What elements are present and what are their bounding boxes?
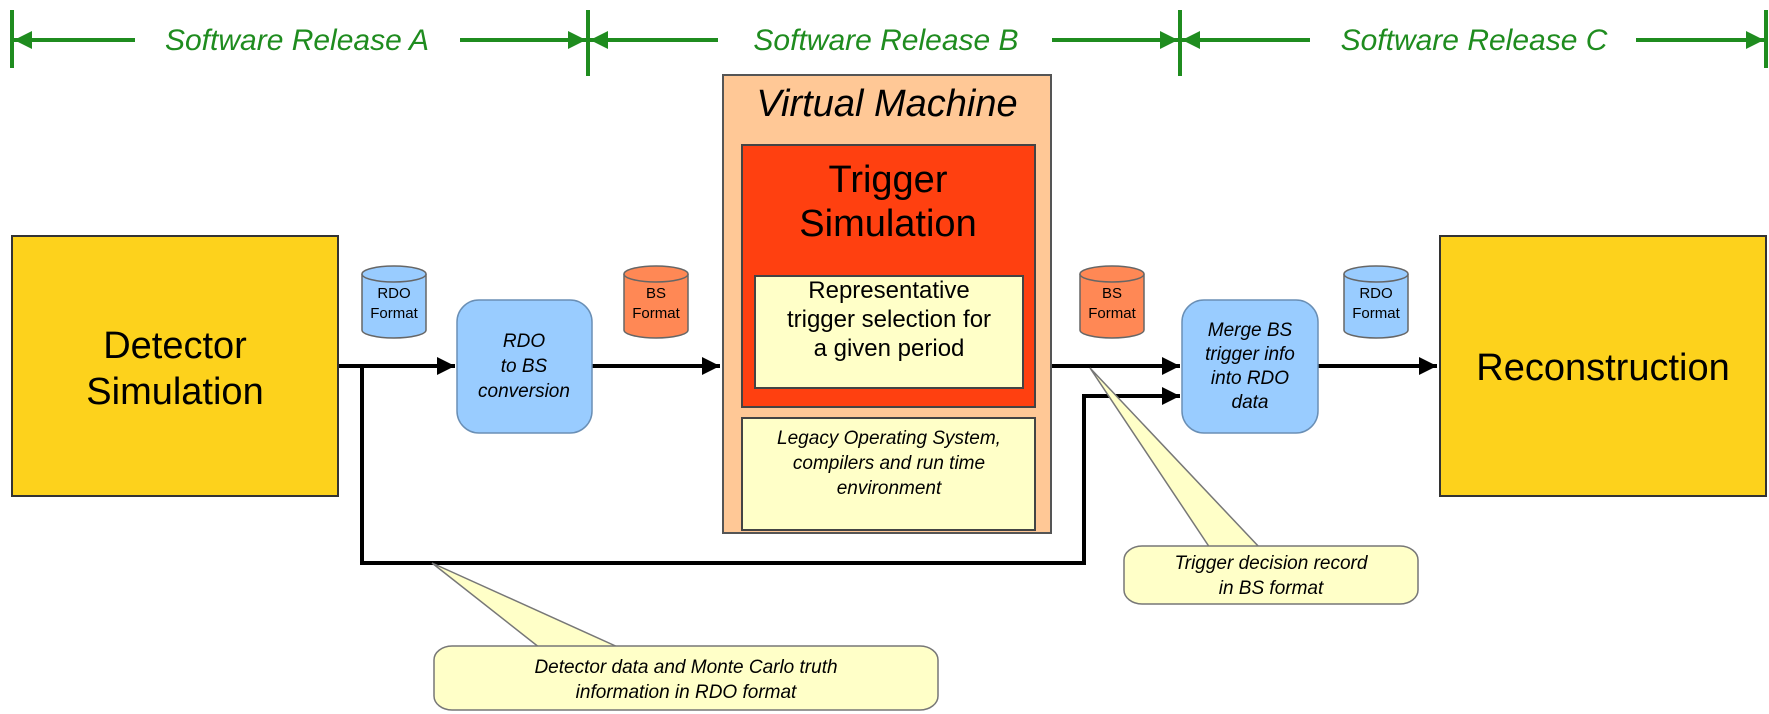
detector-simulation-rect [11,235,339,497]
merge-bs-line-3: into RDO [1211,368,1289,389]
detector-simulation-line-2: Simulation [86,371,263,413]
legacy-os-rect [741,417,1036,531]
cylinder-rdo-2-line-1: RDO [1359,285,1392,302]
legacy-os-line-3: environment [837,478,942,499]
cylinder-rdo-1-line-1: RDO [377,285,410,302]
rdo-to-bs-box: RDO to BS conversion [456,299,593,434]
release-a-label: Software Release A [165,24,429,57]
reconstruction-box: Reconstruction [1439,235,1767,497]
legacy-os-line-2: compilers and run time [793,453,985,474]
merge-bs-rect [1181,299,1319,434]
cylinder-rdo-2-line-2: Format [1352,305,1400,322]
rdo-to-bs-rect [456,299,593,434]
release-spans: Software Release A Software Release B So… [10,10,1768,76]
rdo-to-bs-line-1: RDO [503,331,545,352]
trigger-simulation-line-2: Simulation [799,203,976,245]
callout-trigger-decision-body [1123,545,1419,605]
callout-detector-data-line-1: Detector data and Monte Carlo truth [534,657,837,678]
cylinder-rdo-1-line-2: Format [370,305,418,322]
detector-simulation-box: Detector Simulation [11,235,339,497]
cylinder-bs-2-line-2: Format [1088,305,1136,322]
callout-detector-data-line-2: information in RDO format [576,682,797,703]
callout-trigger-decision: Trigger decision record in BS format [1089,367,1419,605]
callout-trigger-decision-line-1: Trigger decision record [1175,553,1369,574]
release-b-label: Software Release B [753,24,1018,57]
merge-bs-box: Merge BS trigger info into RDO data [1181,299,1319,434]
detector-simulation-line-1: Detector [103,325,247,367]
virtual-machine-box: Virtual Machine Trigger Simulation Repre… [722,74,1052,534]
cylinder-rdo-2: RDO Format [1343,265,1409,339]
reconstruction-label: Reconstruction [1476,347,1729,389]
merge-bs-line-2: trigger info [1205,344,1295,365]
callout-detector-data: Detector data and Monte Carlo truth info… [431,562,939,711]
callout-detector-data-body [433,645,939,711]
trigger-selection-line-3: a given period [814,335,965,362]
cylinder-bs-1-line-2: Format [632,305,680,322]
merge-bs-line-4: data [1232,392,1269,413]
cylinder-bs-1: BS Format [623,265,689,339]
rdo-to-bs-line-2: to BS [501,356,548,377]
trigger-selection-line-2: trigger selection for [787,306,991,333]
release-c-label: Software Release C [1341,24,1608,57]
virtual-machine-title: Virtual Machine [756,83,1017,125]
legacy-os-line-1: Legacy Operating System, [777,428,1001,449]
trigger-simulation-line-1: Trigger [829,159,948,201]
rdo-to-bs-line-3: conversion [478,381,570,402]
callout-trigger-decision-line-2: in BS format [1219,578,1324,599]
trigger-selection-line-1: Representative [808,277,969,304]
cylinder-rdo-1: RDO Format [361,265,427,339]
cylinder-bs-1-line-1: BS [646,285,666,302]
trigger-selection-rect [754,275,1024,389]
reconstruction-rect [1439,235,1767,497]
callout-detector-data-pointer [431,562,621,649]
merge-bs-line-1: Merge BS [1208,320,1293,341]
cylinder-bs-2: BS Format [1079,265,1145,339]
cylinder-bs-2-line-1: BS [1102,285,1122,302]
